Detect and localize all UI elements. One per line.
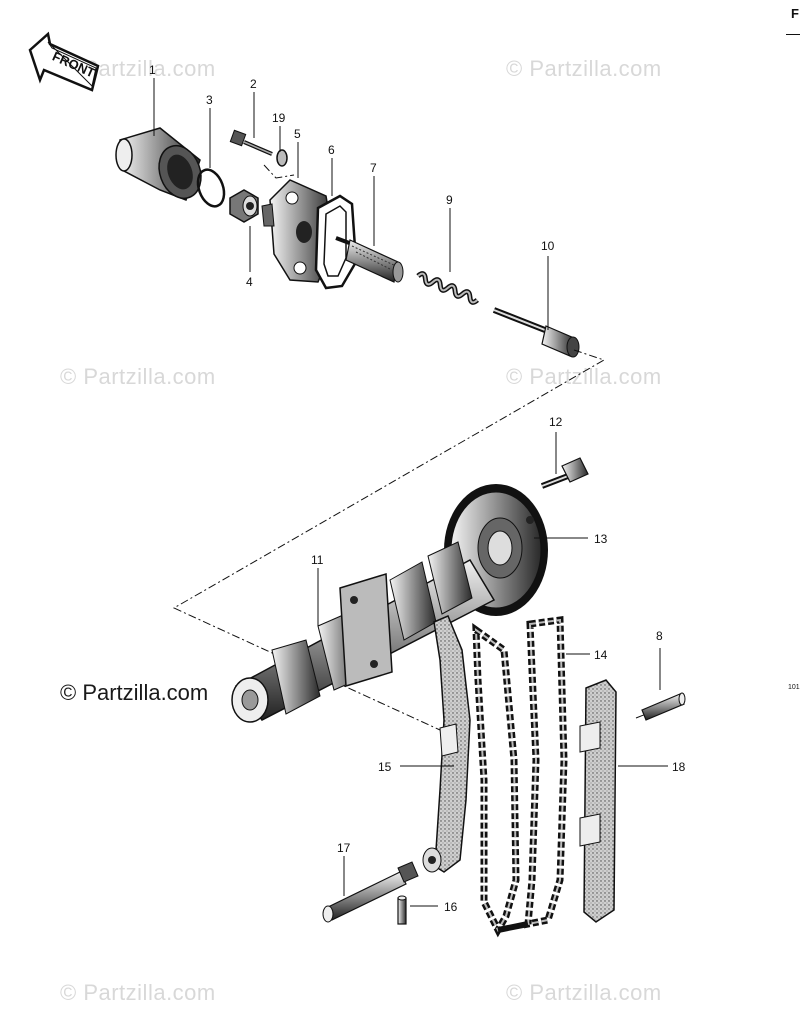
guide-shaft-part [322, 861, 419, 923]
assembly-reference-lines [172, 164, 677, 731]
callout-8: 8 [656, 629, 663, 643]
callout-17: 17 [337, 841, 351, 855]
watermark-mid-right: © Partzilla.com [506, 364, 662, 389]
callout-6: 6 [328, 143, 335, 157]
watermark-bottom-left: © Partzilla.com [60, 980, 216, 1005]
watermark-bottom-right: © Partzilla.com [506, 980, 662, 1005]
callout-1: 1 [149, 63, 156, 77]
watermark-mid-left: © Partzilla.com [60, 364, 216, 389]
callout-19: 19 [272, 111, 286, 125]
callout-3: 3 [206, 93, 213, 107]
corner-page-mark: F [791, 6, 799, 21]
sprocket-bolt-part [540, 457, 589, 489]
cam-chain-part [472, 616, 568, 938]
callout-leader-lines [153, 78, 668, 907]
corner-rule [786, 34, 800, 35]
callout-14: 14 [594, 648, 608, 662]
callout-10: 10 [541, 239, 555, 253]
front-arrow-icon: FRONT [28, 31, 100, 92]
long-bolt-part [492, 307, 580, 358]
watermark-main: © Partzilla.com [60, 680, 209, 705]
tensioner-cap-part [115, 127, 202, 201]
callout-11: 11 [311, 553, 324, 567]
push-rod-part [335, 236, 404, 283]
o-ring-part [196, 168, 226, 208]
chain-guide-rear-part [579, 679, 617, 923]
callout-7: 7 [370, 161, 377, 175]
dowel-pin-part [397, 895, 407, 925]
chain-guide-part [422, 615, 471, 873]
gasket-part [314, 194, 358, 290]
callout-15: 15 [378, 760, 392, 774]
lock-nut-part [229, 189, 259, 223]
callout-16: 16 [444, 900, 458, 914]
callout-12: 12 [549, 415, 563, 429]
washer-part [276, 149, 288, 167]
pin-part [641, 692, 686, 721]
callout-5: 5 [294, 127, 301, 141]
camshaft-part [231, 541, 496, 723]
callout-9: 9 [446, 193, 453, 207]
side-code: 101 [788, 684, 800, 691]
watermark-top-right: © Partzilla.com [506, 56, 662, 81]
callout-13: 13 [594, 532, 608, 546]
callout-2: 2 [250, 77, 257, 91]
callout-4: 4 [246, 275, 253, 289]
bolt-part [229, 129, 273, 156]
callout-18: 18 [672, 760, 686, 774]
